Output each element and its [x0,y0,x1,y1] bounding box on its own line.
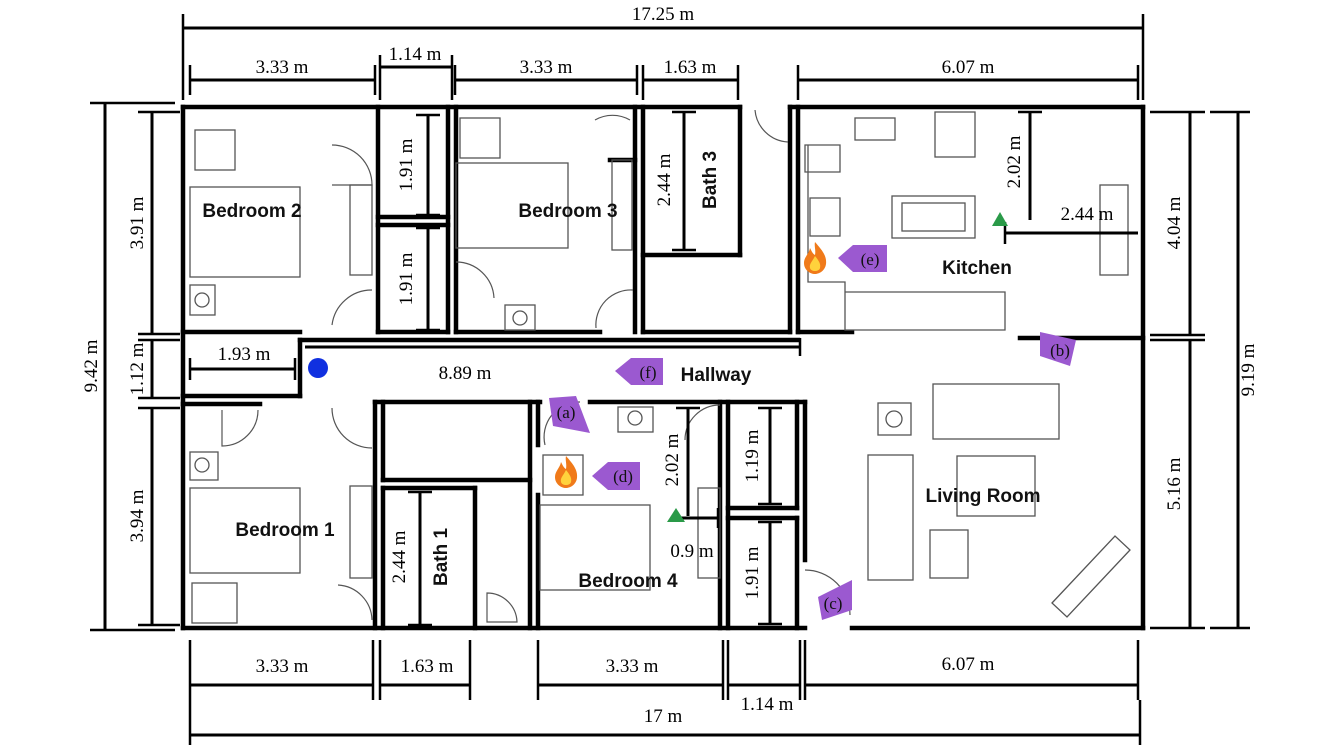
dim-right-living: 5.16 m [1164,457,1185,510]
room-label-hallway: Hallway [681,365,752,386]
dim-bottom-bedroom1: 3.33 m [256,656,309,677]
dim-bedroom4-h: 0.9 m [670,541,714,562]
origin-dot-icon [308,358,328,378]
dim-top-bedroom3: 3.33 m [520,57,573,78]
dim-bottom-total: 17 m [644,706,683,727]
dim-left-total: 9.42 m [81,339,102,392]
triangle-icon [992,212,1008,226]
triangle-icon [667,508,685,522]
dim-left-hall: 1.12 m [127,342,148,395]
fire-icon [555,456,578,488]
marker-c-label: (c) [824,594,843,613]
dim-bath3: 2.44 m [654,153,675,206]
marker-f-label: (f) [640,363,657,382]
marker-f[interactable]: (f) [615,358,663,385]
dim-bottom-living: 6.07 m [942,654,995,675]
marker-e-label: (e) [861,250,880,269]
marker-e[interactable]: (e) [838,245,887,272]
room-label-kitchen: Kitchen [942,258,1012,279]
fire-icon [804,242,827,274]
dim-hall-stub: 1.93 m [218,344,271,365]
dim-closet-a: 1.91 m [396,138,417,191]
room-label-living: Living Room [925,486,1040,507]
dim-right-kitchen: 4.04 m [1164,196,1185,249]
dim-bedroom4-v: 2.02 m [662,433,683,486]
dim-left-bedroom2: 3.91 m [127,196,148,249]
marker-a[interactable]: (a) [549,396,590,433]
room-label-bedroom2: Bedroom 2 [202,201,301,222]
dim-closet-b: 1.91 m [396,252,417,305]
dim-left-bedroom1: 3.94 m [127,489,148,542]
dim-top-total: 17.25 m [632,4,695,25]
dim-bottom-gap: 1.14 m [741,694,794,715]
dim-top-hall: 1.14 m [389,44,442,65]
marker-a-label: (a) [557,403,576,422]
room-label-bedroom1: Bedroom 1 [235,520,335,541]
dim-top-kitchen: 6.07 m [942,57,995,78]
marker-d-label: (d) [613,467,633,486]
marker-b[interactable]: (b) [1040,332,1076,366]
dim-closet-c: 1.19 m [742,429,763,482]
room-label-bedroom3: Bedroom 3 [518,201,617,222]
dim-top-bath3: 1.63 m [664,57,717,78]
dim-kitchen-v: 2.02 m [1004,135,1025,188]
marker-c[interactable]: (c) [818,580,852,620]
marker-d[interactable]: (d) [592,462,640,490]
dim-top-bedroom2: 3.33 m [256,57,309,78]
dim-bottom-bedroom4: 3.33 m [606,656,659,677]
dim-bath1: 2.44 m [389,530,410,583]
room-label-bath1: Bath 1 [431,528,452,587]
dimension-lines [90,14,1250,745]
dim-bottom-bath1: 1.63 m [401,656,454,677]
dim-right-total: 9.19 m [1238,343,1259,396]
marker-b-label: (b) [1050,341,1070,360]
dim-kitchen-h: 2.44 m [1061,204,1114,225]
dim-closet-d: 1.91 m [742,546,763,599]
room-label-bedroom4: Bedroom 4 [578,571,678,592]
dim-hall-length: 8.89 m [439,363,492,384]
room-label-bath3: Bath 3 [700,151,721,209]
